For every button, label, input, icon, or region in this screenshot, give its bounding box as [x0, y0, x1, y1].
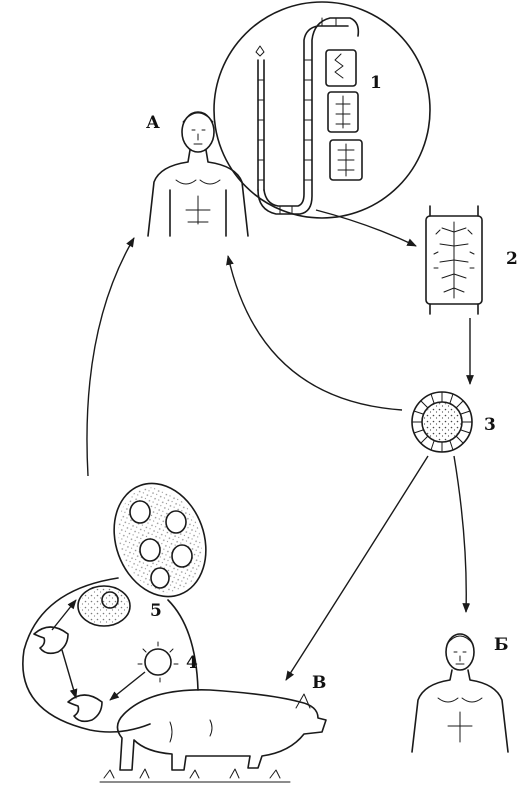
life-cycle-arrows: [87, 210, 470, 680]
arrow-egg-to-pig: [286, 456, 428, 680]
arrow-egg-to-host-a: [228, 256, 402, 410]
label-host-b: Б: [494, 635, 509, 655]
stage-4-5-cysticercus-inset: 5 4: [23, 470, 221, 732]
label-host-v: В: [312, 673, 326, 693]
host-v-pig: В: [100, 673, 326, 782]
label-stage-1: 1: [370, 73, 382, 93]
stage-3-egg: 3: [412, 392, 496, 452]
arrow-cysticercus-to-host-a: [87, 238, 134, 476]
arrow-host-a-to-proglottid: [316, 210, 416, 246]
arrow-egg-to-host-b: [454, 456, 466, 612]
host-b-human: Б: [412, 634, 509, 752]
stage-2-gravid-proglottid: 2: [426, 206, 518, 314]
stage-1-adult-tapeworm-inset: 1: [214, 2, 430, 218]
host-a-human: А: [146, 112, 248, 236]
label-stage-2: 2: [506, 249, 518, 269]
label-stage-3: 3: [484, 415, 496, 435]
label-stage-5: 5: [150, 601, 162, 621]
label-stage-4: 4: [186, 653, 198, 673]
label-host-a: А: [146, 113, 160, 133]
